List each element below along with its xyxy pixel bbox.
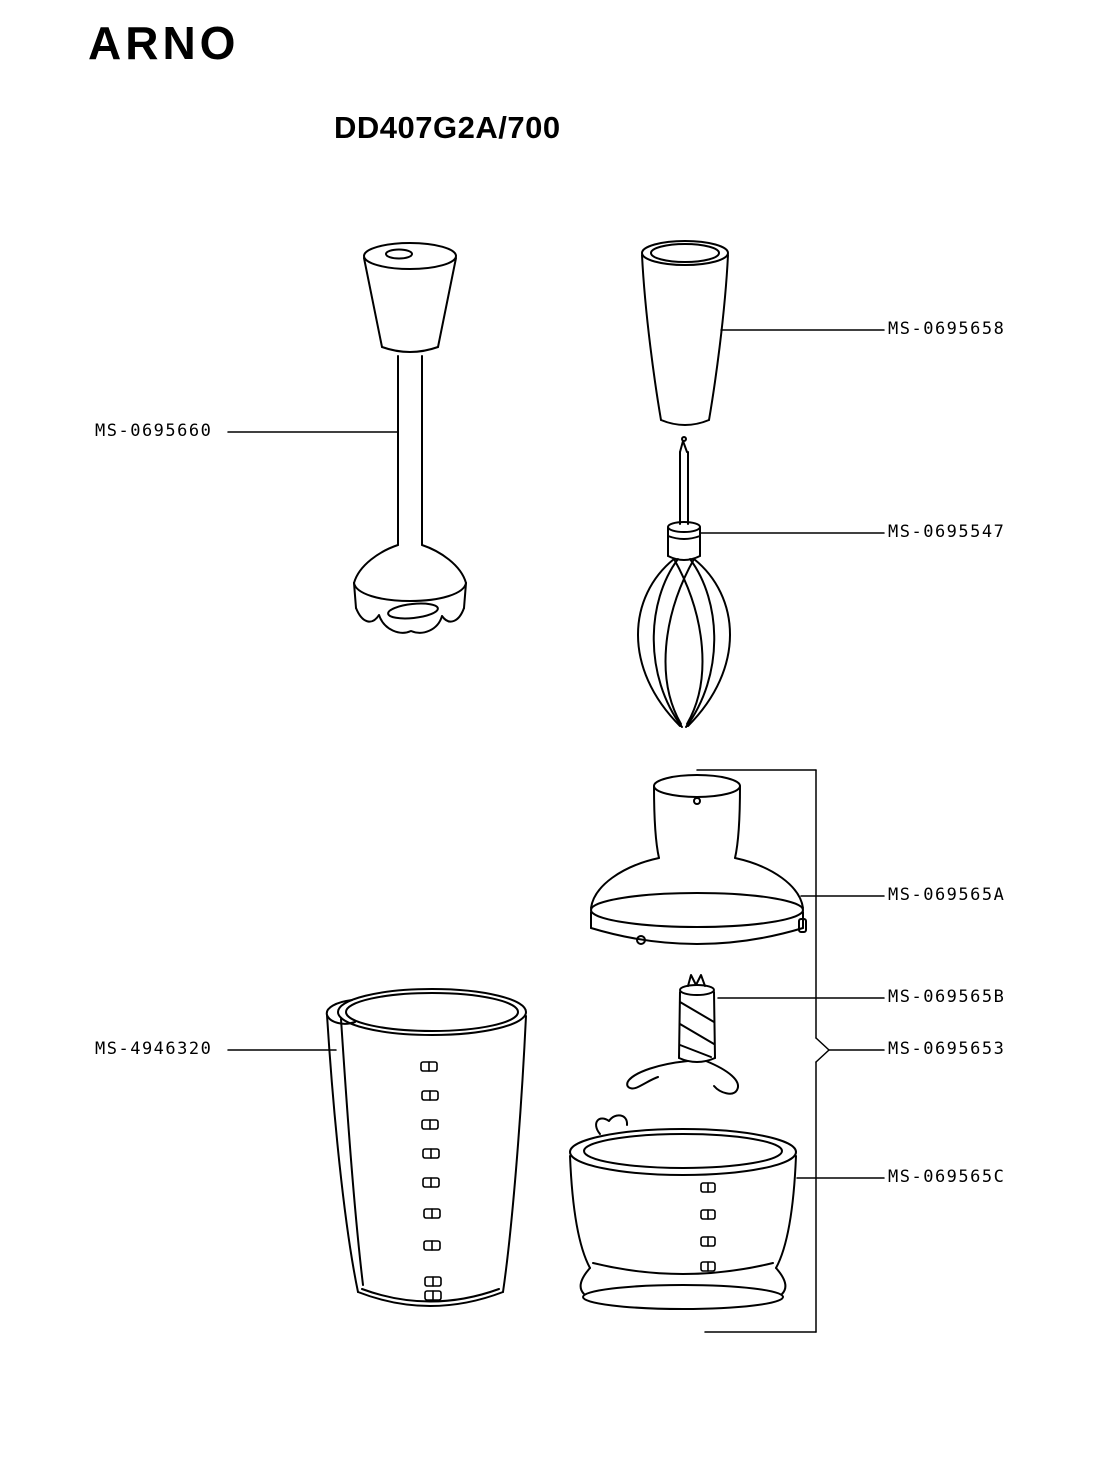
part-label-beaker: MS-4946320 [95,1039,213,1059]
beaker-drawing [325,988,527,1307]
part-label-chopper-lid: MS-069565A [888,885,1006,905]
part-label-whisk: MS-0695547 [888,522,1006,542]
chopper-bowl-drawing [569,1114,797,1310]
brand-logo: ARNO [88,17,240,69]
part-label-chopper-assembly: MS-0695653 [888,1039,1006,1059]
part-label-chopper-blade: MS-069565B [888,987,1006,1007]
part-label-chopper-bowl: MS-069565C [888,1167,1006,1187]
part-label-blender-foot: MS-0695660 [95,421,213,441]
blender-foot-drawing [353,242,467,634]
whisk-drawing [637,436,731,728]
chopper-lid-drawing [590,774,807,945]
chopper-blade-drawing [626,974,739,1095]
whisk-gearbox-drawing [641,240,729,426]
part-label-whisk-gearbox: MS-0695658 [888,319,1006,339]
leader-lines [227,329,885,1333]
page-title: DD407G2A/700 [334,110,561,145]
